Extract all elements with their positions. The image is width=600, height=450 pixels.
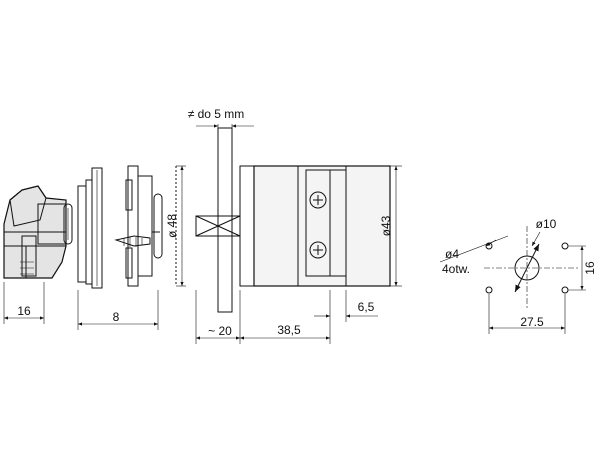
cover-plate-view [77, 167, 103, 289]
dim-dia-43: ø43 [379, 215, 393, 236]
base-plate-view [114, 165, 177, 287]
dim-dia-4: ø4 [445, 247, 459, 261]
hole-pattern-view [484, 226, 578, 310]
dim-20: ~ 20 [208, 324, 232, 338]
bracket-side-view [3, 185, 73, 279]
assembled-view [195, 127, 391, 313]
holes-count-label: 4otw. [442, 262, 470, 276]
dim-16-vertical: 16 [583, 261, 597, 275]
dim-dia-10: ø10 [536, 217, 557, 231]
dim-8: 8 [113, 310, 120, 324]
dim-27-5: 27.5 [520, 315, 544, 329]
dim-dia-48: ø 48 [165, 214, 179, 238]
dimension-lines [3, 124, 586, 344]
dim-16-left: 16 [17, 304, 31, 318]
dim-thickness: ≠ do 5 mm [188, 107, 245, 121]
dim-6-5: 6,5 [358, 300, 375, 314]
dim-38-5: 38,5 [277, 323, 301, 337]
